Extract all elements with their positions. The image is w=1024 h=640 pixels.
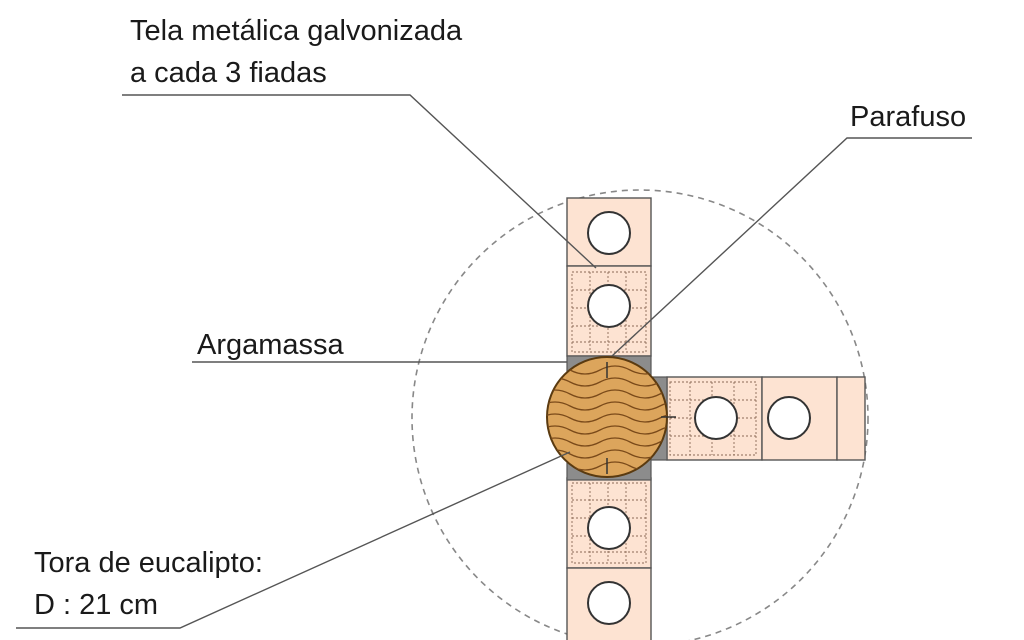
label-tela-line1: Tela metálica galvonizada	[130, 15, 463, 47]
block-holes	[587, 211, 811, 625]
leader-tela	[122, 94, 597, 269]
label-tela-line2: a cada 3 fiadas	[130, 57, 327, 89]
label-parafuso: Parafuso	[850, 101, 967, 133]
block-hole	[587, 211, 631, 255]
block-hole	[587, 581, 631, 625]
block-right-end	[836, 376, 866, 461]
block-hole	[587, 284, 631, 328]
block-hole	[694, 396, 738, 440]
label-tora-line1: Tora de eucalipto:	[34, 547, 263, 579]
horizontal-wall	[666, 376, 866, 461]
block-hole	[767, 396, 811, 440]
block-hole	[587, 506, 631, 550]
leader-parafuso	[611, 137, 972, 357]
label-tora-line2: D : 21 cm	[34, 589, 159, 621]
label-argamassa: Argamassa	[197, 329, 344, 361]
leader-tora	[16, 451, 571, 629]
leader-lines	[16, 94, 972, 629]
detail-circle	[411, 189, 869, 640]
